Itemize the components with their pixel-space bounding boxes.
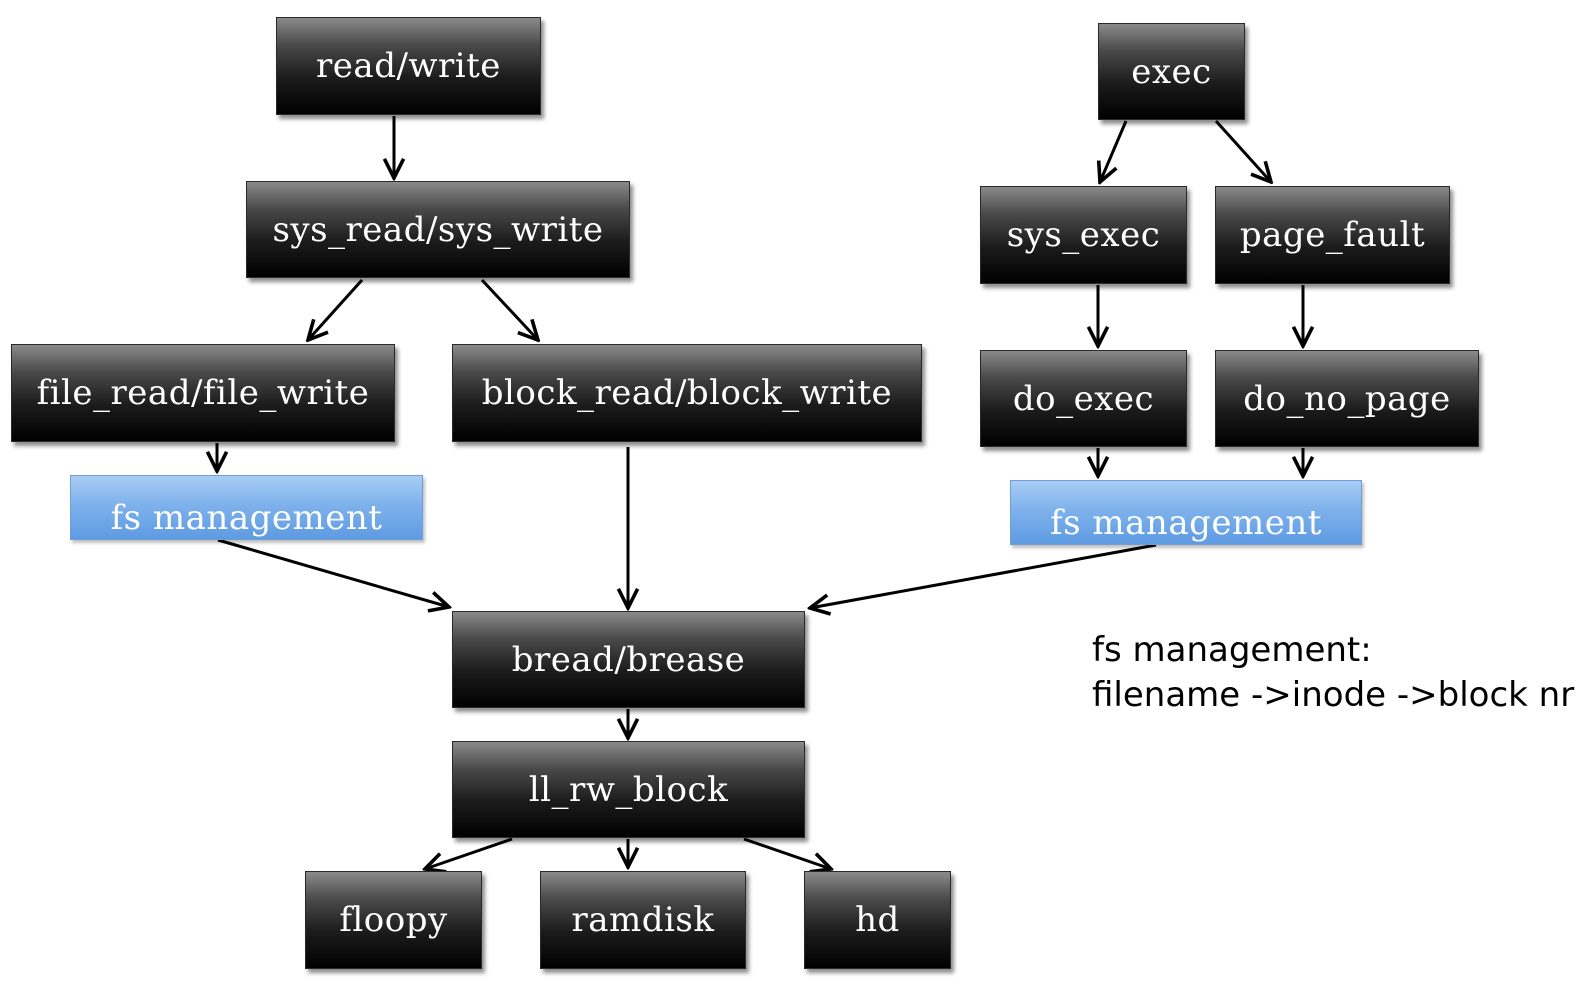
ll-rw-block-node: ll_rw_block bbox=[452, 741, 805, 838]
fs-management-note: fs management: filename ->inode ->block … bbox=[1092, 628, 1574, 718]
exec-node: exec bbox=[1098, 23, 1245, 120]
arrow-fs-mgmt-left-to-bread bbox=[217, 538, 449, 607]
floopy-node: floopy bbox=[305, 871, 482, 969]
arrow-sys-read-write-to-block-read-write bbox=[480, 278, 538, 340]
file-read-write-node: file_read/file_write bbox=[11, 344, 395, 442]
sys-exec-node: sys_exec bbox=[980, 186, 1187, 284]
arrow-exec-to-page-fault bbox=[1214, 119, 1271, 182]
do-exec-node: do_exec bbox=[980, 350, 1187, 447]
arrow-ll-rw-block-to-hd bbox=[743, 837, 831, 869]
page-fault-node: page_fault bbox=[1215, 186, 1450, 284]
arrow-sys-read-write-to-file-read-write bbox=[308, 278, 364, 340]
arrow-exec-to-sys-exec bbox=[1100, 120, 1128, 182]
do-no-page-node: do_no_page bbox=[1215, 350, 1479, 447]
arrow-ll-rw-block-to-floopy bbox=[425, 837, 513, 869]
sys-read-write-node: sys_read/sys_write bbox=[246, 181, 630, 278]
note-line-1: fs management: bbox=[1092, 630, 1372, 670]
fs-management-left-node: fs management bbox=[70, 475, 423, 540]
fs-management-right-node: fs management bbox=[1010, 480, 1362, 545]
hd-node: hd bbox=[804, 871, 951, 969]
ramdisk-node: ramdisk bbox=[540, 871, 746, 969]
read-write-node: read/write bbox=[276, 17, 541, 115]
block-read-write-node: block_read/block_write bbox=[452, 344, 922, 442]
bread-brease-node: bread/brease bbox=[452, 611, 805, 708]
arrow-fs-mgmt-right-to-bread bbox=[810, 543, 1157, 608]
note-line-2: filename ->inode ->block nr bbox=[1092, 675, 1575, 715]
